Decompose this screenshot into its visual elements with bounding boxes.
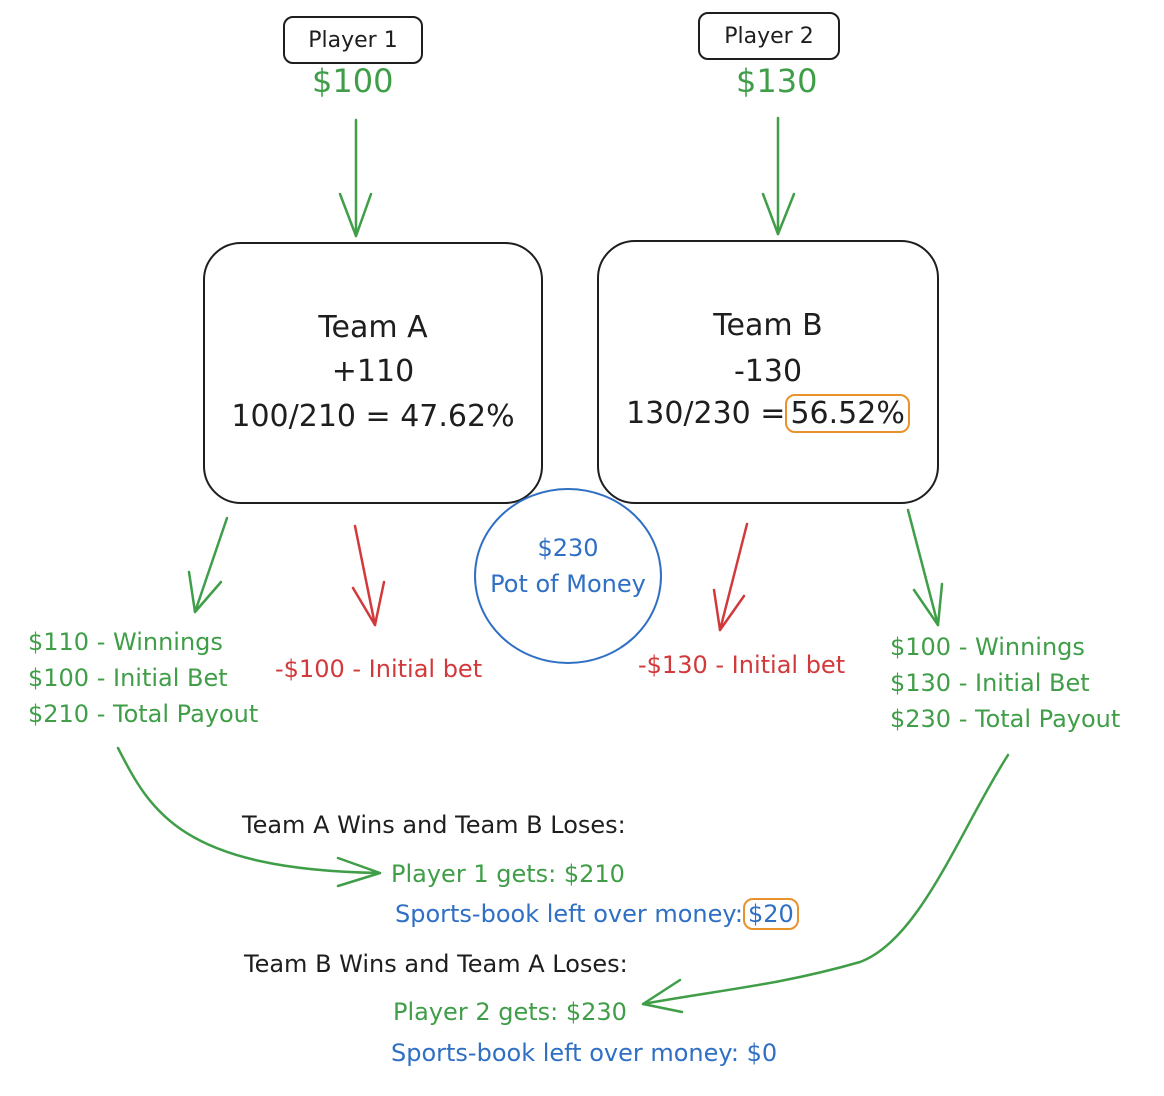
team-b-name: Team B <box>713 308 823 343</box>
team-a-probability: 100/210 = 47.62% <box>231 399 515 434</box>
player2-bet: $130 <box>736 62 818 100</box>
team-b-total-payout: $230 - Total Payout <box>890 705 1121 733</box>
arrow-team-b-win <box>906 508 944 627</box>
team-b-probability: 130/230 =56.52% <box>599 394 937 433</box>
team-b-initial-bet: $130 - Initial Bet <box>890 669 1090 697</box>
arrow-team-b-loss <box>712 522 749 632</box>
outcome-b-leftover: Sports-book left over money: $0 <box>391 1039 778 1067</box>
team-a-name: Team A <box>318 310 428 345</box>
outcome-b-player-gets: Player 2 gets: $230 <box>393 998 627 1026</box>
player1-label: Player 1 <box>308 27 398 53</box>
outcome-a-heading: Team A Wins and Team B Loses: <box>242 811 626 839</box>
pot-circle: $230 Pot of Money <box>474 488 662 664</box>
team-a-total-payout: $210 - Total Payout <box>28 700 259 728</box>
outcome-a-leftover: Sports-book left over money:$20 <box>395 898 799 930</box>
team-b-winnings: $100 - Winnings <box>890 633 1085 661</box>
arrow-team-a-win <box>187 516 229 614</box>
outcome-a-leftover-highlight: $20 <box>742 898 799 930</box>
pot-label: Pot of Money <box>490 570 646 598</box>
curve-team-b-payout <box>641 753 1010 1014</box>
team-b-box: Team B -130 130/230 =56.52% <box>597 240 939 504</box>
team-a-initial-bet: $100 - Initial Bet <box>28 664 228 692</box>
arrow-team-a-loss <box>351 524 386 627</box>
outcome-b-heading: Team B Wins and Team A Loses: <box>244 950 628 978</box>
player1-box: Player 1 <box>283 16 423 64</box>
player2-box: Player 2 <box>698 12 840 60</box>
team-b-loss-line: -$130 - Initial bet <box>638 651 846 679</box>
player2-label: Player 2 <box>724 23 814 49</box>
team-b-prob-expr: 130/230 = <box>626 396 786 431</box>
team-a-winnings: $110 - Winnings <box>28 628 223 656</box>
curve-team-a-payout <box>116 746 382 888</box>
team-a-box: Team A +110 100/210 = 47.62% <box>203 242 543 504</box>
team-a-odds: +110 <box>331 354 415 389</box>
outcome-a-player-gets: Player 1 gets: $210 <box>391 860 625 888</box>
outcome-a-leftover-label: Sports-book left over money: <box>395 900 743 928</box>
player1-bet: $100 <box>312 62 394 100</box>
team-b-prob-highlight: 56.52% <box>785 394 910 433</box>
arrow-player2-to-team-b <box>761 116 796 236</box>
pot-amount: $230 <box>537 534 599 562</box>
team-a-loss-line: -$100 - Initial bet <box>275 655 483 683</box>
arrow-player1-to-team-a <box>338 118 373 238</box>
team-b-odds: -130 <box>733 354 803 389</box>
